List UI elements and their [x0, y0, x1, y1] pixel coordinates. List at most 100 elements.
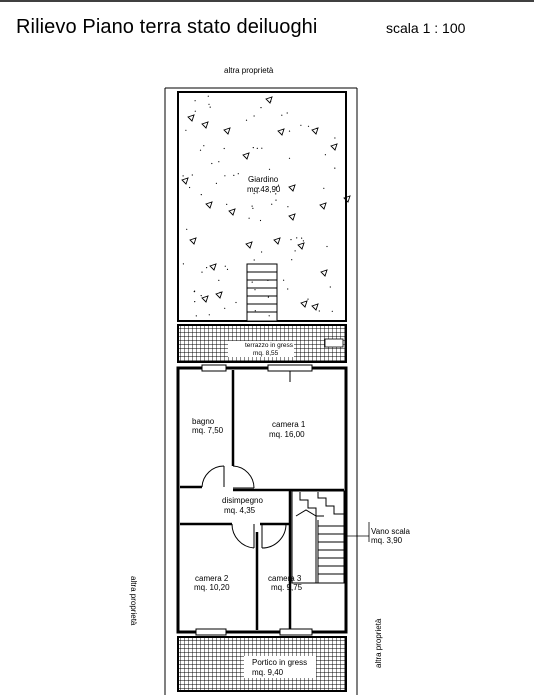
garden-dot	[235, 301, 237, 304]
garden-dot	[215, 182, 217, 184]
garden-dot	[207, 95, 209, 97]
garden-dot	[260, 107, 262, 109]
garden-dot	[252, 207, 254, 209]
garden-dot	[201, 271, 203, 273]
garden-dot	[288, 157, 291, 159]
garden-plant-mark	[288, 184, 296, 192]
garden-dot	[294, 250, 296, 252]
garden-plant-mark	[181, 177, 189, 185]
garden-dot	[271, 203, 273, 205]
camera1-area: mq. 16,00	[269, 430, 305, 439]
bagno-name: bagno	[192, 417, 215, 426]
garden-dot	[253, 115, 255, 117]
door-swings	[201, 465, 287, 549]
garden-dot	[275, 193, 277, 195]
garden-dot	[259, 219, 262, 222]
vano-scala-name: Vano scala	[371, 527, 410, 536]
garden-plant-mark	[223, 127, 231, 135]
garden-dot	[296, 237, 298, 239]
camera2-name: camera 2	[195, 574, 229, 583]
garden-dot	[275, 199, 277, 201]
garden-plant-mark	[319, 202, 327, 210]
garden-plant-mark	[288, 213, 296, 221]
portico-area: mq. 9,40	[252, 668, 284, 677]
garden-plant-mark	[265, 96, 273, 104]
garden-dot	[324, 154, 326, 156]
garden-dot	[252, 147, 254, 149]
garden-dot	[290, 239, 292, 241]
garden-dot	[186, 228, 188, 230]
garden-dot	[267, 296, 269, 298]
garden-plant-mark	[300, 300, 308, 308]
garden-plant-mark	[320, 269, 328, 277]
portico-name: Portico in gress	[252, 658, 308, 667]
garden-dot	[223, 147, 225, 150]
garden-plant-mark	[242, 152, 250, 160]
garden-dot	[286, 112, 288, 114]
garden-dot	[208, 314, 210, 316]
garden-dot	[254, 310, 256, 312]
garden-plant-mark	[330, 143, 338, 151]
garden-dot	[224, 265, 226, 267]
garden-dot	[245, 119, 248, 121]
garden-dot	[182, 175, 184, 177]
garden-dot	[326, 245, 328, 248]
garden-dot	[219, 291, 221, 293]
garden-dot	[268, 168, 271, 170]
terrazzo-name: terrazzo in gress	[245, 342, 294, 349]
camera2-area: mq. 10,20	[194, 583, 230, 592]
garden-plant-mark	[297, 242, 305, 250]
garden-dot	[257, 187, 260, 189]
garden-dot	[256, 147, 258, 149]
drawing-title: Rilievo Piano terra stato deiluoghi	[16, 16, 318, 38]
garden-dot	[268, 315, 270, 317]
garden-dot	[211, 162, 213, 165]
vano-scala-area: mq. 3,90	[371, 536, 403, 545]
garden-plant-mark	[343, 195, 351, 203]
garden-dot	[189, 186, 191, 189]
garden-plant-mark	[201, 121, 209, 129]
camera3-name: camera 3	[268, 574, 302, 583]
garden-dot	[200, 295, 202, 297]
drawing-scale: scala 1 : 100	[386, 20, 466, 36]
garden-dot	[194, 100, 196, 102]
garden-dot	[185, 129, 187, 131]
terrazzo-label-bg	[228, 341, 294, 357]
garden-dot	[253, 259, 255, 261]
garden-plant-mark	[187, 114, 195, 122]
garden-dot	[265, 189, 268, 191]
garden-texture	[181, 95, 351, 317]
terrazzo-drain	[324, 338, 344, 348]
garden-dot	[208, 103, 210, 105]
garden-dot	[251, 281, 253, 283]
garden-plant-mark	[201, 295, 209, 303]
garden-dot	[194, 301, 196, 303]
garden-dot	[200, 194, 202, 196]
garden-dot	[283, 279, 285, 281]
garden-dot	[206, 267, 208, 269]
garden-plant-mark	[311, 303, 319, 311]
bottom-windows	[195, 628, 313, 636]
garden-dot	[323, 187, 325, 189]
garden-dot	[301, 237, 303, 239]
camera1-name: camera 1	[272, 420, 306, 429]
disimpegno-name: disimpegno	[222, 496, 263, 505]
garden-dot	[275, 186, 277, 188]
garden-dot	[270, 100, 272, 102]
garden-dot	[334, 167, 336, 169]
garden-dot	[237, 173, 239, 175]
garden-dot	[195, 315, 197, 317]
garden-dot	[253, 192, 255, 195]
stairs	[291, 490, 345, 584]
portico-label-bg	[244, 656, 316, 678]
neighbor-right-label: altra proprietà	[374, 618, 383, 668]
camera3-area: mq. 9,75	[271, 583, 303, 592]
garden-dot	[277, 184, 280, 186]
garden-dot	[267, 279, 269, 281]
garden-plant-mark	[245, 241, 253, 249]
garden-plant-mark	[273, 237, 281, 245]
garden-plant-mark	[209, 263, 217, 271]
disimpegno-area: mq. 4,35	[224, 506, 256, 515]
garden-dot	[193, 291, 195, 293]
